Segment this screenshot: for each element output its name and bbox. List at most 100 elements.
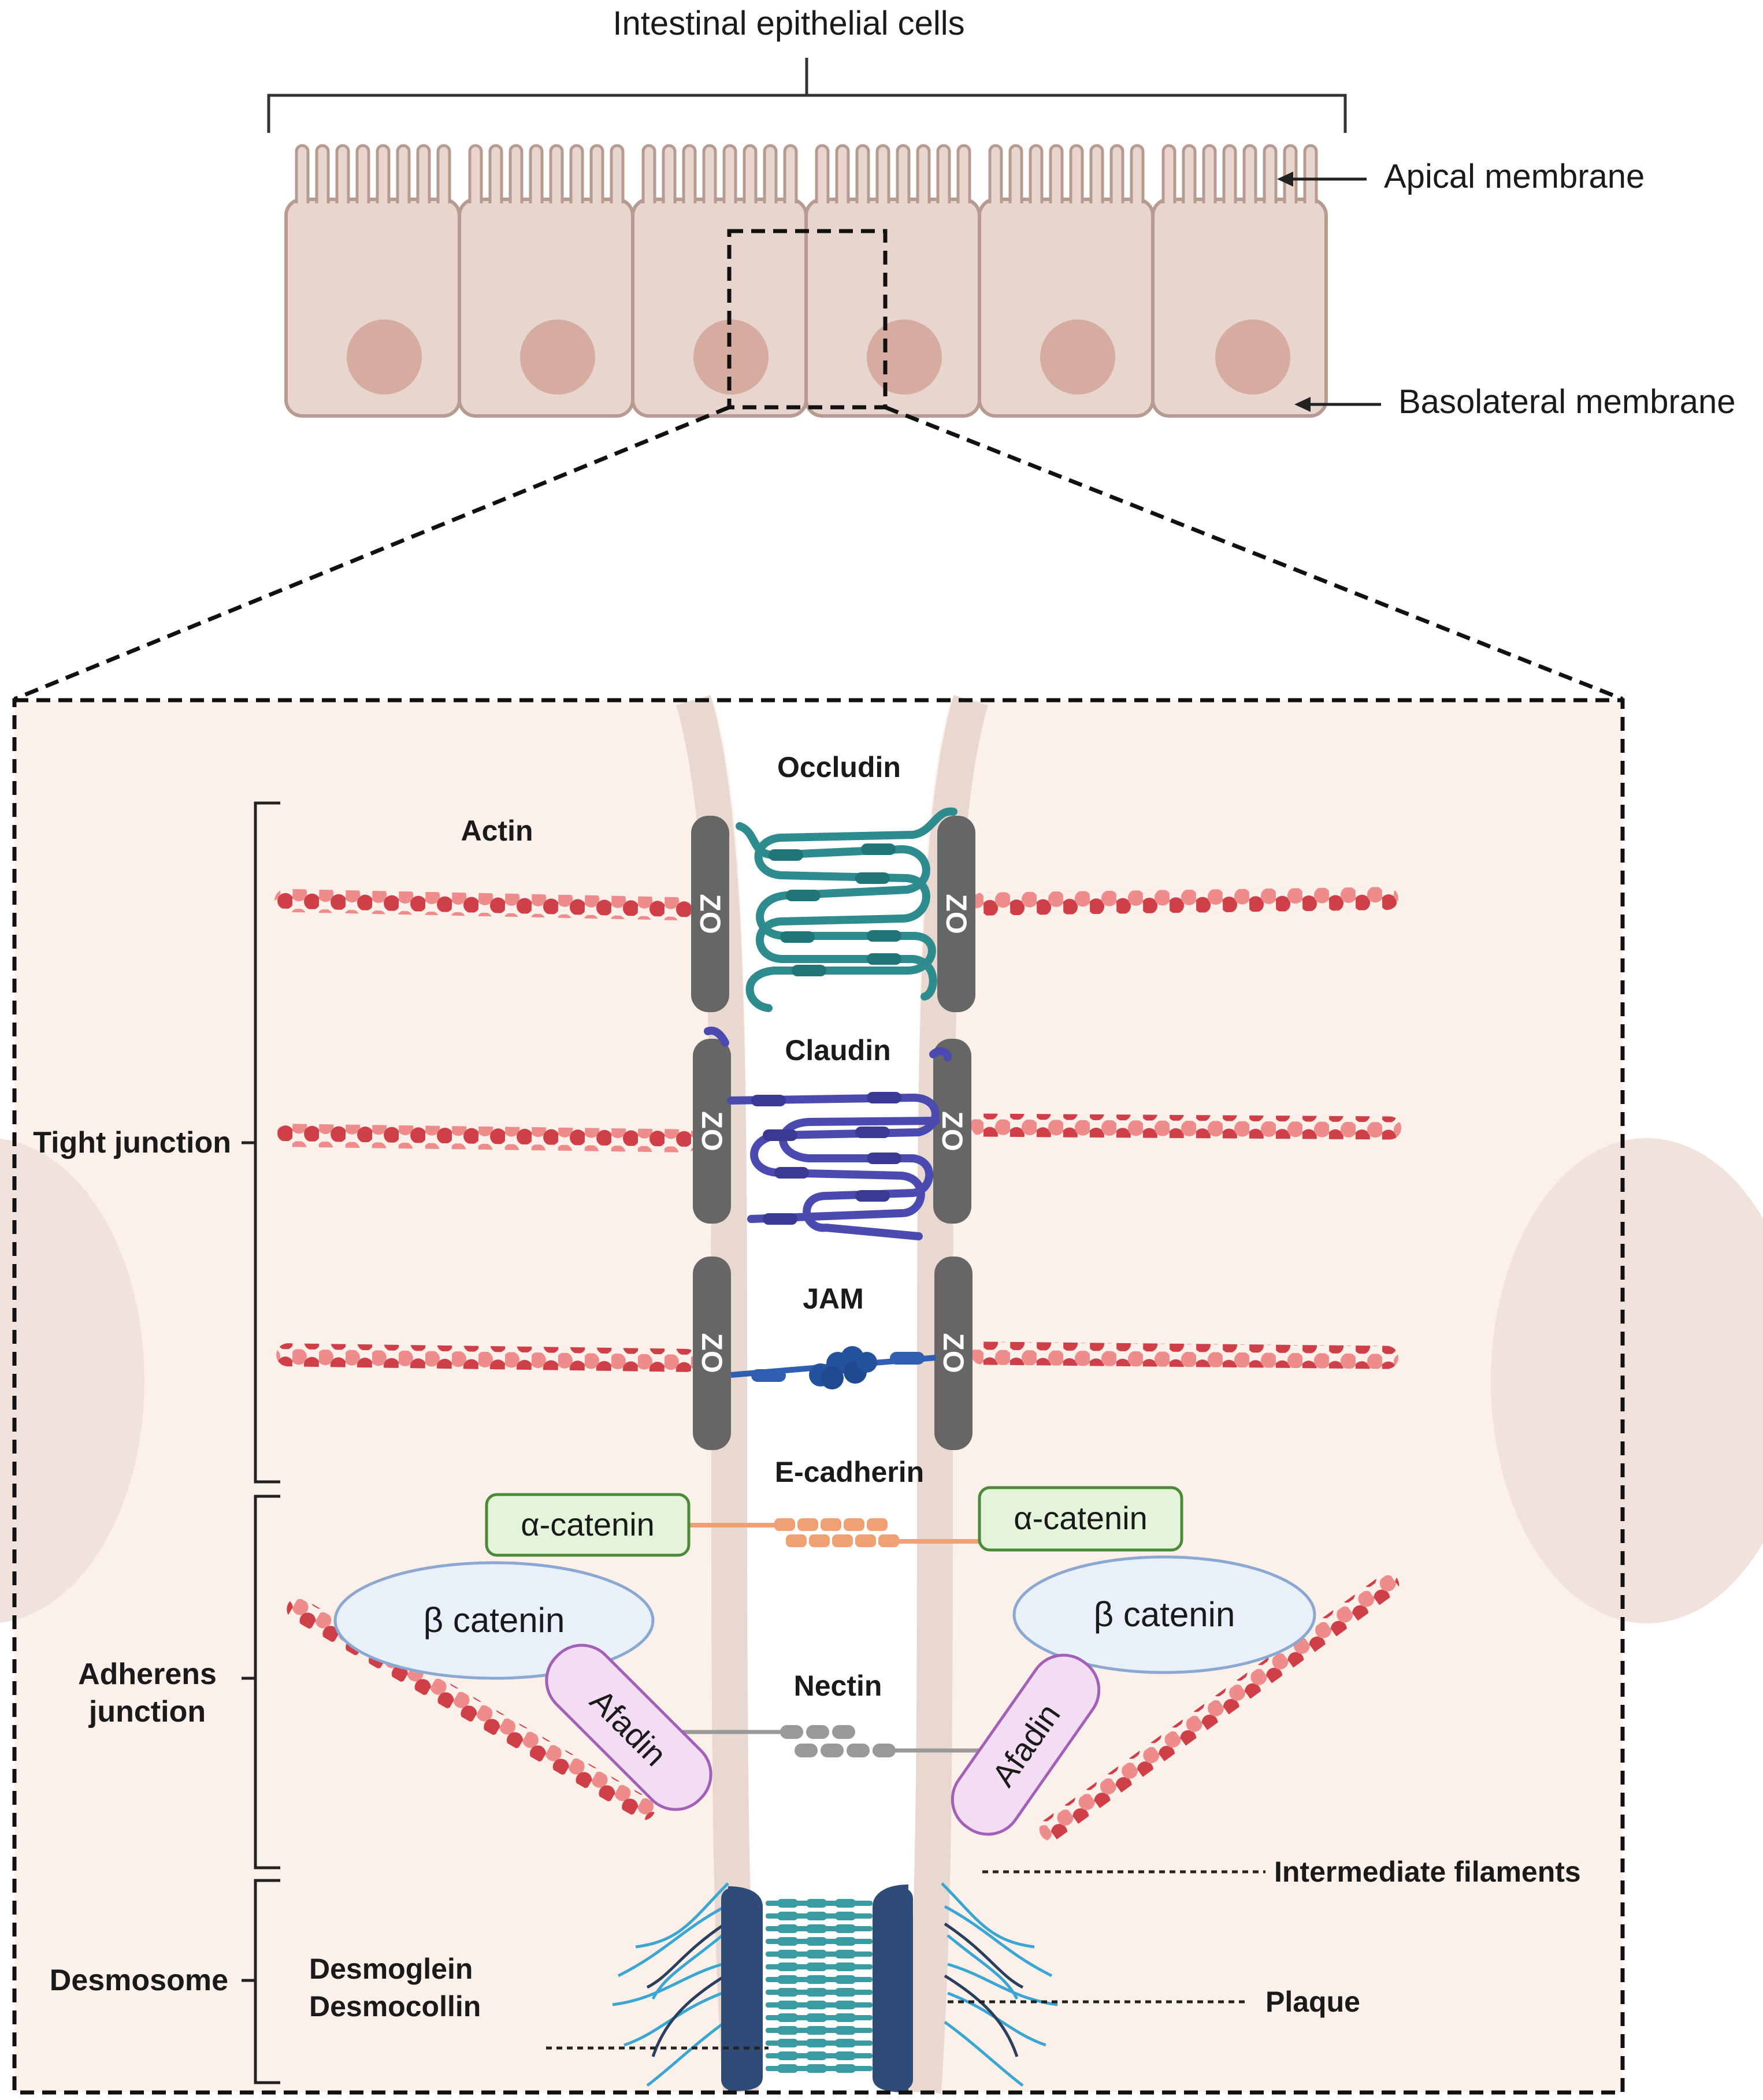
zo-bar: ZO <box>934 1257 973 1450</box>
microvillus <box>315 144 330 203</box>
nucleus <box>1215 319 1290 395</box>
claudin-label: Claudin <box>785 1034 890 1066</box>
desmosome-domain <box>835 2039 856 2047</box>
desmoglein-label: Desmoglein <box>309 1953 473 1985</box>
microvillus <box>1303 144 1318 203</box>
microvillus <box>1222 144 1237 203</box>
ecadherin-protein <box>689 1518 979 1547</box>
zoom-panel: Tight junction Adherens junction Desmoso… <box>0 695 1763 2095</box>
actin-filament <box>276 1343 698 1372</box>
intermediate-filaments <box>612 1882 1058 2087</box>
desmosome-domain <box>806 1975 827 1984</box>
microvillus <box>1182 144 1197 203</box>
tight-junction-bracket <box>242 801 280 1484</box>
microvillus <box>855 144 870 203</box>
desmosome-label: Desmosome <box>50 1964 228 1997</box>
alpha-catenin-left: α-catenin <box>485 1493 691 1557</box>
microvillus <box>509 144 524 203</box>
microvillus <box>875 144 890 203</box>
desmosome-domain <box>835 2013 856 2022</box>
microvillus <box>1008 144 1023 203</box>
nucleus-shadow-right <box>1491 1138 1763 1623</box>
desmosome-domain <box>806 2026 827 2035</box>
microvillus <box>529 144 544 203</box>
desmosome-domain <box>806 2064 827 2073</box>
desmosome-domain <box>777 1937 798 1946</box>
claudin-domains <box>751 1092 901 1225</box>
adherens-label-line1: Adherens <box>78 1657 217 1691</box>
desmosome-domain <box>777 1963 798 1971</box>
microvillus <box>335 144 350 203</box>
desmosome-domain <box>835 2001 856 2009</box>
desmosome-domain <box>806 1899 827 1908</box>
microvillus <box>988 144 1003 203</box>
actin-filament <box>971 1341 1398 1369</box>
zoom-panel-border <box>12 698 1625 2095</box>
desmosome-plaque-body-right <box>890 1888 913 2090</box>
microvillus <box>743 144 758 203</box>
desmosome-domain <box>835 2064 856 2073</box>
microvillus <box>569 144 584 203</box>
microvillus <box>295 144 310 203</box>
adherens-label-line2: junction <box>88 1695 206 1729</box>
svg-text:ZO: ZO <box>694 894 726 934</box>
zoom-line-right <box>884 405 1624 701</box>
microvillus <box>641 144 656 203</box>
desmosome-domain <box>835 2051 856 2060</box>
microvillus <box>722 144 737 203</box>
jam-protein <box>730 1346 937 1389</box>
epithelial-bracket <box>267 58 1347 133</box>
desmosome-domain <box>777 2013 798 2022</box>
desmosome-domain <box>777 2001 798 2009</box>
microvillus <box>835 144 850 203</box>
microvillus <box>416 144 431 203</box>
microvillus <box>436 144 451 203</box>
desmosome-domain <box>835 1924 856 1933</box>
plaque-label: Plaque <box>1265 1986 1360 2018</box>
microvillus <box>956 144 971 203</box>
desmosome-domain <box>806 1963 827 1971</box>
microvillus <box>1242 144 1257 203</box>
zo-bar: ZO <box>691 816 729 1012</box>
beta-catenin-right: β catenin <box>1012 1555 1316 1674</box>
svg-text:ZO: ZO <box>937 1333 970 1373</box>
microvillus <box>896 144 911 203</box>
microvillus <box>815 144 830 203</box>
svg-text:ZO: ZO <box>936 1111 968 1151</box>
desmosome-domain <box>835 1963 856 1971</box>
microvillus <box>1263 144 1278 203</box>
zo-bar: ZO <box>693 1039 731 1224</box>
svg-text:α-catenin: α-catenin <box>1014 1500 1148 1536</box>
microvillus <box>936 144 951 203</box>
occludin-domains <box>769 843 901 976</box>
microvillus <box>662 144 677 203</box>
epithelium-panel: Intestinal epithelial cells Apical membr… <box>13 5 1736 701</box>
zo-bar: ZO <box>937 816 975 1012</box>
desmosome-domain <box>777 1975 798 1984</box>
microvillus <box>396 144 411 203</box>
desmosome-domain <box>835 1975 856 1984</box>
cell-row <box>284 144 1328 418</box>
desmosome-domain <box>835 1950 856 1958</box>
microvillus <box>1049 144 1064 203</box>
nucleus <box>1040 319 1115 395</box>
nucleus <box>347 319 422 395</box>
desmosome-domain <box>835 1937 856 1946</box>
microvillus <box>1069 144 1084 203</box>
intermediate-filaments-label: Intermediate filaments <box>1274 1856 1581 1888</box>
microvillus <box>783 144 798 203</box>
desmosome-domain <box>777 1950 798 1958</box>
microvillus <box>1202 144 1217 203</box>
microvillus <box>376 144 391 203</box>
desmosome-domain <box>835 1899 856 1908</box>
desmosome-domain <box>806 1937 827 1946</box>
adherens-junction-bracket <box>242 1495 280 1869</box>
nectin-protein <box>665 1725 982 1757</box>
microvillus <box>1109 144 1124 203</box>
desmosome-domain <box>777 2051 798 2060</box>
actin-filament <box>971 887 1398 916</box>
desmosome-domain <box>806 2051 827 2060</box>
zoom-region-box <box>727 229 888 410</box>
alpha-catenin-right: α-catenin <box>978 1486 1183 1552</box>
